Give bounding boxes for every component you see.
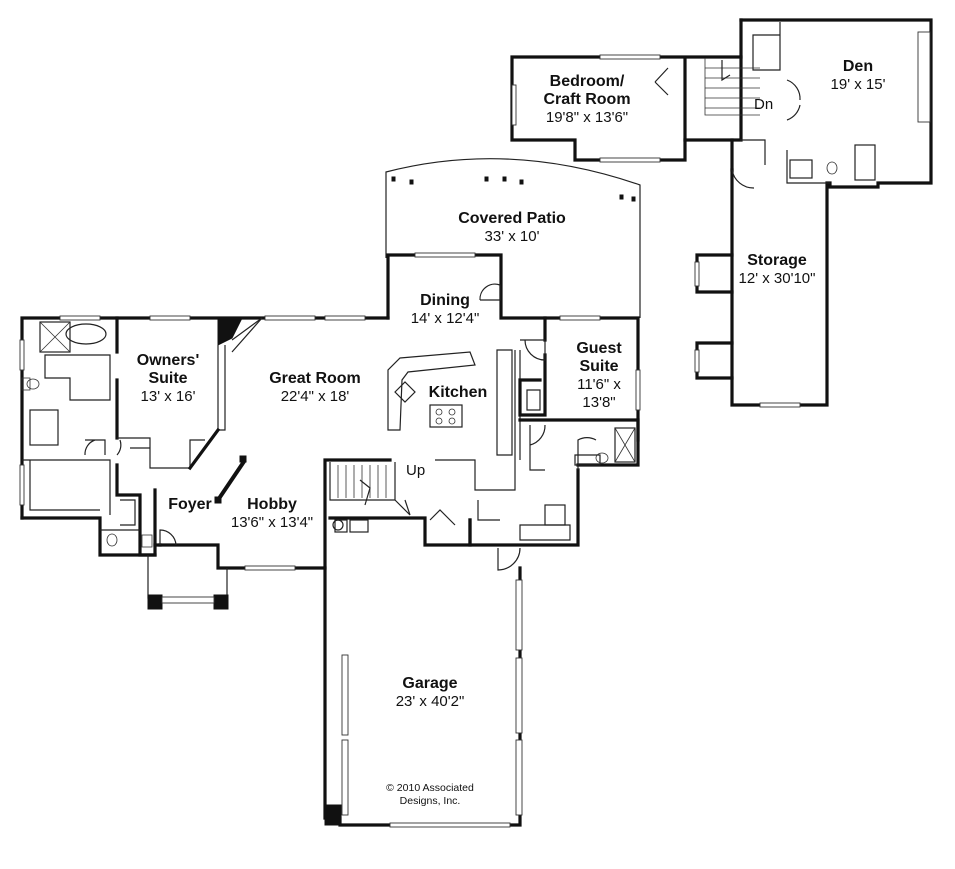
storage-name: Storage [747,252,807,269]
foyer-name: Foyer [168,496,212,513]
owners-suite-label: Owners' Suite 13' x 16' [118,352,218,406]
guest-suite-dims-1: 11'6" x [577,376,621,393]
owners-suite-name-1: Owners' [136,352,200,369]
kitchen-label: Kitchen [418,384,498,402]
kitchen-name: Kitchen [428,384,488,401]
main-floor-walls [20,158,641,827]
den-name: Den [842,58,874,75]
den-label: Den 19' x 15' [808,58,908,94]
owners-suite-name-2: Suite [148,370,188,387]
guest-suite-label: Guest Suite 11'6" x 13'8" [560,340,638,412]
garage-pier [324,804,342,826]
foyer-label: Foyer [158,496,222,514]
stairs-down-label: Dn [754,96,774,113]
guest-suite-name-1: Guest [576,340,622,357]
copyright-notice: © 2010 Associated Designs, Inc. [370,782,490,808]
copyright-line-2: Designs, Inc. [399,795,461,807]
great-room-dims: 22'4" x 18' [280,388,350,405]
stairs-up-label: Up [406,462,426,479]
bedroom-dims: 19'8" x 13'6" [545,109,629,126]
copyright-line-1: © 2010 Associated [386,782,474,794]
covered-patio-name: Covered Patio [458,210,566,227]
dining-name: Dining [420,292,470,309]
upper-floor-windows [511,31,931,408]
garage-name: Garage [402,675,458,692]
main-floor-windows [19,252,641,828]
garage-dims: 23' x 40'2" [395,693,465,710]
guest-suite-dims-2: 13'8" [582,394,616,411]
dining-label: Dining 14' x 12'4" [395,292,495,328]
guest-suite-name-2: Suite [579,358,619,375]
bedroom-label: Bedroom/ Craft Room 19'8" x 13'6" [532,73,642,127]
storage-label: Storage 12' x 30'10" [722,252,832,288]
great-room-label: Great Room 22'4" x 18' [250,370,380,406]
dining-dims: 14' x 12'4" [410,310,480,327]
covered-patio-label: Covered Patio 33' x 10' [442,210,582,246]
garage-label: Garage 23' x 40'2" [370,675,490,711]
hobby-label: Hobby 13'6" x 13'4" [220,496,324,532]
bedroom-name-2: Craft Room [543,91,631,108]
covered-patio-dims: 33' x 10' [484,228,540,245]
great-room-name: Great Room [269,370,361,387]
storage-dims: 12' x 30'10" [738,270,816,287]
hobby-dims: 13'6" x 13'4" [230,514,314,531]
bedroom-name-1: Bedroom/ [549,73,625,90]
owners-suite-dims: 13' x 16' [140,388,196,405]
den-dims: 19' x 15' [830,76,886,93]
hobby-name: Hobby [247,496,297,513]
